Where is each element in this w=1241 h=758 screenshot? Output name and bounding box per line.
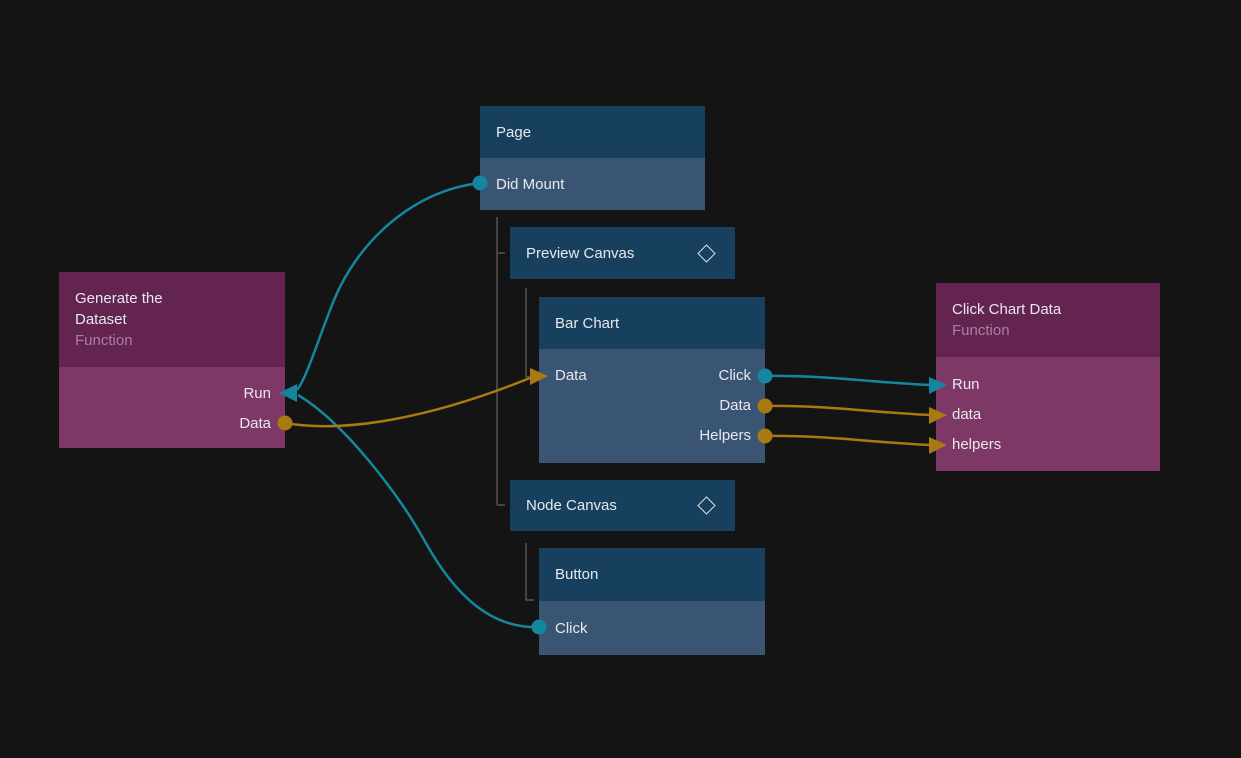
port-helpers-input-label: helpers bbox=[952, 435, 1002, 453]
hierarchy-line-page-children bbox=[496, 217, 505, 506]
node-page[interactable]: Page Did Mount bbox=[480, 106, 705, 210]
node-generate-dataset-header[interactable]: Generate the Dataset Function bbox=[59, 272, 285, 367]
port-helpers-output-label: Helpers bbox=[699, 426, 751, 444]
port-data-output[interactable]: Data bbox=[539, 390, 765, 420]
node-click-chart-data-header[interactable]: Click Chart Data Function bbox=[936, 283, 1160, 357]
node-title: Button bbox=[555, 566, 599, 583]
port-helpers-input[interactable]: helpers bbox=[936, 429, 1160, 459]
port-row-data-click[interactable]: Data Click bbox=[539, 360, 765, 390]
port-helpers-output[interactable]: Helpers bbox=[539, 420, 765, 450]
node-title: Preview Canvas bbox=[526, 244, 635, 262]
port-data-label: Data bbox=[239, 414, 271, 432]
port-data-output[interactable]: Data bbox=[59, 408, 285, 438]
node-preview-canvas[interactable]: Preview Canvas bbox=[510, 227, 735, 279]
node-bar-chart-header[interactable]: Bar Chart bbox=[539, 297, 765, 349]
node-title: Bar Chart bbox=[555, 314, 620, 332]
node-title: Node Canvas bbox=[526, 497, 617, 514]
node-title: Click Chart Data bbox=[952, 301, 1062, 318]
port-run-input-label: Run bbox=[952, 375, 980, 393]
node-bar-chart-body: Data Click Data Helpers bbox=[539, 349, 765, 463]
component-diamond-icon bbox=[697, 243, 716, 263]
node-node-canvas-header[interactable]: Node Canvas bbox=[510, 480, 735, 531]
node-generate-dataset-body: Run Data bbox=[59, 367, 285, 448]
port-click-output[interactable]: Click bbox=[539, 601, 765, 655]
port-run-input[interactable]: Run bbox=[59, 378, 285, 408]
node-subtitle: Function bbox=[952, 322, 1010, 339]
port-did-mount-label: Did Mount bbox=[496, 175, 565, 193]
node-button-header[interactable]: Button bbox=[539, 548, 765, 601]
node-title: Generate the Dataset bbox=[75, 290, 163, 328]
node-page-header[interactable]: Page bbox=[480, 106, 705, 158]
connection-dataset-data-to-barchart-data[interactable] bbox=[284, 376, 531, 428]
hierarchy-line-preview-canvas-child bbox=[525, 288, 534, 378]
connection-barchart-data-to-data[interactable] bbox=[764, 404, 931, 417]
connection-barchart-click-to-run[interactable] bbox=[764, 374, 931, 387]
port-click-output-label: Click bbox=[555, 619, 588, 637]
component-diamond-icon bbox=[697, 496, 716, 515]
node-subtitle: Function bbox=[75, 332, 133, 349]
node-click-chart-data-body: Run data helpers bbox=[936, 357, 1160, 471]
node-title: Page bbox=[496, 123, 532, 141]
node-preview-canvas-header[interactable]: Preview Canvas bbox=[510, 227, 735, 279]
connection-barchart-helpers-to-helpers[interactable] bbox=[764, 434, 931, 447]
hierarchy-line-node-canvas-child bbox=[525, 543, 534, 601]
node-button-body: Click bbox=[539, 601, 765, 655]
port-click-output-label: Click bbox=[718, 366, 752, 384]
connection-button-click-to-run[interactable] bbox=[297, 393, 540, 629]
node-button[interactable]: Button Click bbox=[539, 548, 765, 655]
port-data-input[interactable]: data bbox=[936, 399, 1160, 429]
port-data-input-label: Data bbox=[555, 366, 587, 384]
connection-did-mount-to-run[interactable] bbox=[295, 181, 481, 391]
port-data-input-label: data bbox=[952, 405, 982, 423]
node-bar-chart[interactable]: Bar Chart Data Click Data Helpers bbox=[539, 297, 765, 463]
node-generate-dataset[interactable]: Generate the Dataset Function Run Data bbox=[59, 272, 285, 448]
port-data-output-label: Data bbox=[719, 396, 751, 414]
port-run-input[interactable]: Run bbox=[936, 369, 1160, 399]
port-did-mount-output[interactable]: Did Mount bbox=[480, 158, 705, 210]
port-run-label: Run bbox=[243, 384, 271, 402]
node-node-canvas[interactable]: Node Canvas bbox=[510, 480, 735, 531]
node-click-chart-data[interactable]: Click Chart Data Function Run data helpe… bbox=[936, 283, 1160, 471]
node-page-body: Did Mount bbox=[480, 158, 705, 210]
